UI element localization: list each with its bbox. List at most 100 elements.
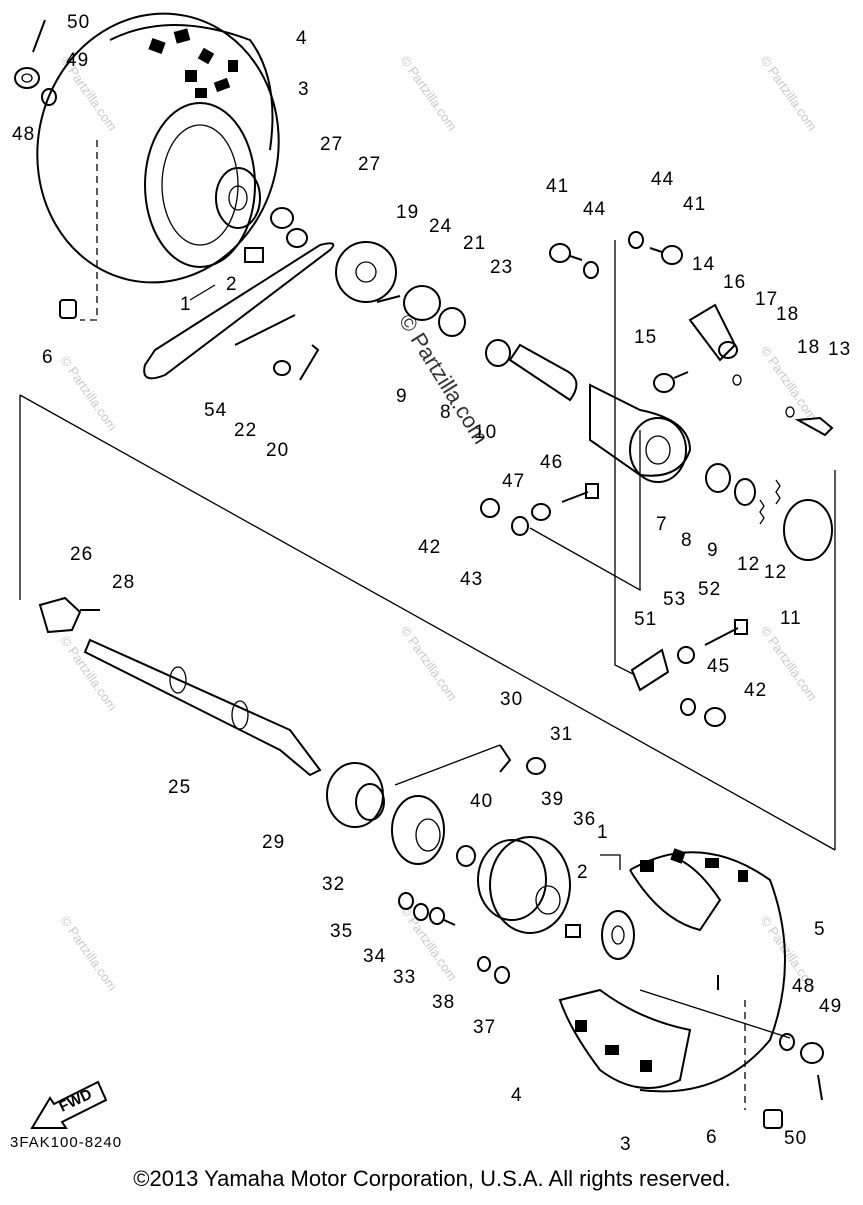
stud-bolt-2 — [244, 247, 264, 263]
leader-line — [614, 240, 636, 676]
cap-6-upper — [59, 299, 77, 319]
drive-chain-54 — [143, 242, 335, 380]
fwd-label: FWD — [57, 1086, 95, 1116]
callout-48: 48 — [792, 976, 815, 997]
callout-42: 42 — [418, 537, 441, 558]
callout-45: 45 — [707, 656, 730, 677]
callout-53: 53 — [663, 589, 686, 610]
callout-12: 12 — [764, 562, 787, 583]
callout-labels: 50 49 48 4 3 27 27 2 1 6 19 24 21 23 41 … — [12, 12, 850, 1155]
callout-30: 30 — [500, 689, 523, 710]
callout-15: 15 — [634, 327, 657, 348]
callout-27: 27 — [320, 134, 343, 155]
brake-drum-36 — [489, 836, 571, 934]
wheel-hub-lower — [601, 910, 635, 960]
bearing-housing-29 — [326, 762, 385, 828]
callout-37: 37 — [473, 1017, 496, 1038]
callout-8: 8 — [681, 530, 693, 551]
callout-22: 22 — [234, 420, 257, 441]
watermark: © Partzilla.com — [58, 913, 121, 993]
fwd-arrow-icon: FWD — [30, 1080, 108, 1129]
arm-51 — [630, 648, 670, 692]
callout-14: 14 — [692, 254, 715, 275]
washer-44-right — [628, 231, 644, 249]
bolt-41-left — [549, 243, 583, 263]
callout-24: 24 — [429, 216, 452, 237]
clip-20 — [299, 344, 320, 381]
callout-10: 10 — [474, 422, 497, 443]
rear-axle-25 — [83, 638, 322, 777]
callout-49: 49 — [66, 50, 89, 71]
callout-32: 32 — [322, 874, 345, 895]
bolt-15 — [653, 371, 689, 393]
callout-54: 54 — [204, 400, 227, 421]
watermark: © Partzilla.com — [758, 53, 821, 133]
cap-6-lower — [763, 1109, 783, 1129]
washer-35 — [398, 892, 414, 910]
copyright-caption: ©2013 Yamaha Motor Corporation, U.S.A. A… — [133, 1166, 730, 1191]
washer-48 — [41, 88, 57, 106]
o-ring-18 — [732, 374, 795, 418]
oil-seal-23 — [438, 307, 466, 337]
callout-31: 31 — [550, 724, 573, 745]
leader-line-long — [19, 394, 836, 851]
leader-dashed — [80, 140, 98, 321]
hub-housing-7 — [589, 383, 692, 483]
bolt-42-mid — [480, 498, 500, 518]
brake-spring-12 — [759, 479, 781, 525]
callout-26: 26 — [70, 544, 93, 565]
axle-nut-49 — [14, 67, 40, 89]
callout-6: 6 — [42, 347, 54, 368]
collar-10 — [508, 343, 578, 402]
callout-48: 48 — [12, 124, 35, 145]
cotter-pin-50-lower — [817, 1074, 823, 1101]
callout-25: 25 — [168, 777, 191, 798]
leader-line — [189, 284, 216, 301]
wheel-nut-27 — [270, 207, 308, 248]
seal-40 — [456, 845, 476, 867]
callout-5: 5 — [814, 919, 826, 940]
brake-shoe-11 — [783, 499, 833, 561]
bolt-24 — [376, 295, 401, 303]
callout-43: 43 — [460, 569, 483, 590]
callout-23: 23 — [490, 257, 513, 278]
nut-16 — [718, 341, 738, 359]
cam-lever-14 — [688, 303, 737, 362]
collar-43 — [511, 516, 529, 536]
callout-33: 33 — [393, 967, 416, 988]
callout-27: 27 — [358, 154, 381, 175]
wheel-tire-lower — [558, 848, 786, 1093]
cotter-pin-50 — [32, 19, 46, 53]
callout-12: 12 — [737, 554, 760, 575]
callout-50: 50 — [67, 12, 90, 33]
callout-41: 41 — [683, 194, 706, 215]
leader-line — [529, 430, 641, 592]
camshaft-13 — [794, 416, 834, 437]
leader-line — [600, 854, 621, 870]
callout-28: 28 — [112, 572, 135, 593]
callout-2: 2 — [577, 862, 589, 883]
brake-plate-32 — [391, 795, 445, 865]
bolt-41-right — [649, 245, 683, 265]
oil-seal-9-lower — [734, 478, 756, 506]
callout-39: 39 — [541, 789, 564, 810]
nut-22 — [273, 360, 291, 376]
washer-34 — [413, 903, 429, 921]
o-ring-39 — [477, 839, 547, 921]
leader-line — [639, 989, 791, 1039]
bolt-37 — [494, 966, 510, 984]
wheel-hub-upper — [215, 167, 261, 229]
chain-joint-54 — [234, 314, 296, 346]
bolt-42-lower — [704, 707, 726, 727]
bearing-8-lower — [705, 463, 731, 493]
callout-6: 6 — [706, 1127, 718, 1148]
callout-19: 19 — [396, 202, 419, 223]
callout-34: 34 — [363, 946, 386, 967]
bolt-52 — [704, 619, 748, 646]
washer-45 — [680, 698, 696, 716]
callout-41: 41 — [546, 176, 569, 197]
callout-18: 18 — [776, 304, 799, 325]
watermark: © Partzilla.com — [398, 53, 461, 133]
